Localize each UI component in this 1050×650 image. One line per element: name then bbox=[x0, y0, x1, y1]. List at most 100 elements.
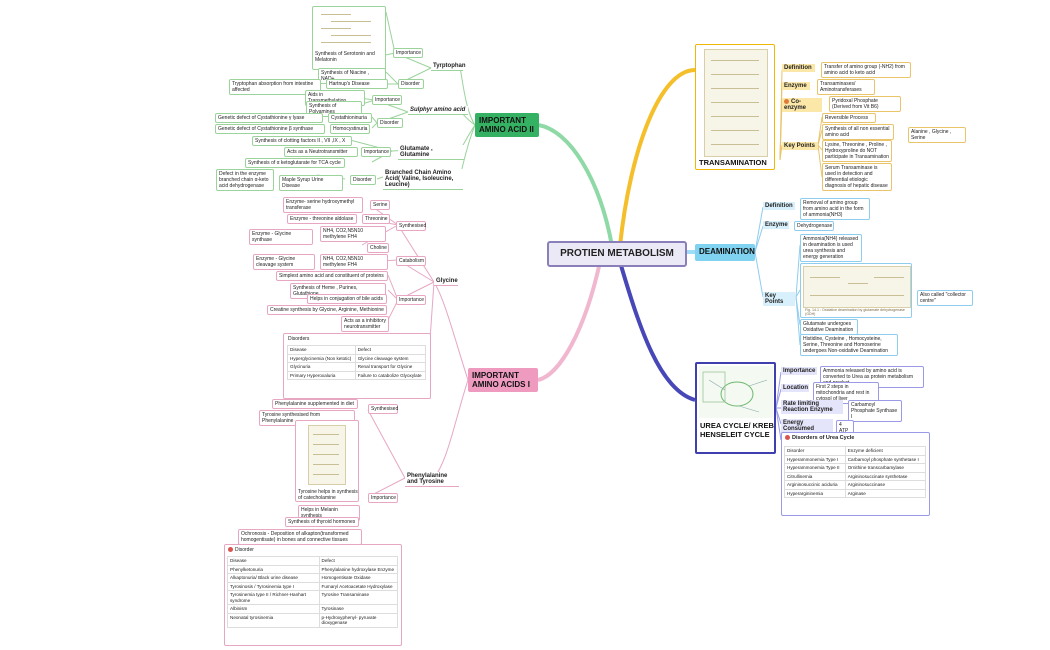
node-deamination-definition[interactable]: Definition bbox=[763, 202, 795, 210]
node-rate-limiting[interactable]: Rate limiting Reaction Enzyme bbox=[781, 400, 843, 414]
rate-limiting-text[interactable]: Carbamoyl Phosphate Synthase I bbox=[848, 400, 902, 422]
node-energy-consumed[interactable]: Energy Consumed bbox=[781, 419, 833, 433]
node-phenylalanine-tyrosine[interactable]: Phenylalanine and Tyrosine bbox=[405, 472, 459, 487]
node-phe-diet[interactable]: Phenylalanine supplemented in diet bbox=[272, 399, 358, 409]
node-cystathionine-synthase[interactable]: Genetic defect of Cystathionine β syntha… bbox=[215, 124, 325, 134]
node-msud[interactable]: Maple Syrup Urine Disease bbox=[279, 175, 343, 191]
table-cell: Defect bbox=[318, 556, 399, 566]
branch-amino-acids-1[interactable]: IMPORTANT AMINO ACIDS I bbox=[468, 368, 538, 392]
table-cell: Tyrosinemia type II / Richner-Hanhart sy… bbox=[227, 590, 320, 605]
gdh-figure[interactable]: Fig. 14.1 : Oxidative deamination by glu… bbox=[800, 263, 912, 318]
node-exceptions[interactable]: Alanine , Glycine , Serine bbox=[908, 127, 966, 143]
coenzyme-icon bbox=[784, 99, 789, 104]
urea-location-text[interactable]: First 2 steps in mitochondria and rest i… bbox=[813, 382, 879, 404]
node-cystathioninuria[interactable]: Cystathioninuria bbox=[328, 113, 372, 123]
node-ammonia-released[interactable]: Ammonia(NH4) released in deamination is … bbox=[800, 234, 862, 262]
table-cell: Argininosuccinate synthetase bbox=[844, 471, 927, 481]
node-collector-centre[interactable]: Also called "collector centre" bbox=[917, 290, 973, 306]
node-serine-enzyme[interactable]: Enzyme- serine hydroxymethyl transferase bbox=[283, 197, 363, 213]
node-phe-importance[interactable]: Importance bbox=[368, 493, 398, 503]
branch-urea-cycle[interactable]: UREA CYCLE/ KREB HENSELEIT CYCLE bbox=[695, 362, 776, 454]
node-hartnup[interactable]: Hartnup's Disease bbox=[326, 79, 388, 89]
node-oxidative[interactable]: Glutamate undergoes Oxidative Deaminatio… bbox=[800, 319, 858, 335]
node-sulphur-amino-acid[interactable]: Sulphyr amino acid bbox=[408, 106, 468, 115]
coenzyme-text[interactable]: Pyridoxal Phosphate (Derived from Vit B6… bbox=[829, 96, 901, 112]
table-cell: Fumaryl Acetoacetate Hydroxylase bbox=[318, 581, 399, 591]
transamination-enzyme-text[interactable]: Transaminases/ Aminotransferases bbox=[817, 79, 875, 95]
table-cell: Carbamoyl phosphate synthetase I bbox=[844, 454, 927, 464]
node-bcaa-defect[interactable]: Defect in the enzyme branched chain α-ke… bbox=[216, 169, 274, 191]
node-creatine[interactable]: Creatine synthesis by Glycine, Arginine,… bbox=[267, 305, 387, 315]
catecholamine-text: Tyrosine helps in synthesis of catechola… bbox=[298, 489, 358, 501]
node-reversible[interactable]: Reversible Process bbox=[822, 113, 876, 123]
node-nonoxidative[interactable]: Histidine, Cysteine , Homocysteine, Seri… bbox=[800, 334, 898, 356]
node-choline[interactable]: Choline bbox=[367, 243, 389, 253]
node-deamination-enzyme[interactable]: Enzyme bbox=[763, 221, 789, 229]
node-thyroid[interactable]: Synthesis of thyroid hormones bbox=[285, 517, 359, 527]
node-transamination-key-points[interactable]: Key Points bbox=[782, 142, 818, 150]
urea-cycle-thumbnail bbox=[699, 366, 773, 418]
node-bile-acids[interactable]: Helps in conjugation of bile acids bbox=[307, 294, 387, 304]
transamination-definition-text[interactable]: Transfer of amino group (-NH2) from amin… bbox=[821, 62, 911, 78]
node-glycine-synthesised[interactable]: Synthesised bbox=[396, 221, 426, 231]
node-deamination-key-points[interactable]: Key Points bbox=[763, 292, 795, 306]
node-transamination-definition[interactable]: Definition bbox=[782, 64, 815, 72]
node-glycine[interactable]: Glycine bbox=[434, 277, 458, 286]
node-glycine-catabolism[interactable]: Catabolism bbox=[396, 256, 426, 266]
branch-amino-acid-2[interactable]: IMPORTANT AMINO ACID II bbox=[475, 113, 539, 137]
node-simplest-amino-acid[interactable]: Simplest amino acid and constituent of p… bbox=[276, 271, 388, 281]
node-nh4-catabolism[interactable]: NH4, CO2,N5N10 methylene FH4 bbox=[320, 254, 388, 270]
node-sulphur-disorder[interactable]: Disorder bbox=[377, 118, 403, 128]
central-topic[interactable]: PROTIEN METABOLISM bbox=[547, 241, 687, 267]
node-glycine-cleavage[interactable]: Enzyme - Glycine cleavage system bbox=[253, 254, 315, 270]
table-cell: Homogentisate Oxidase bbox=[318, 573, 399, 583]
node-inhibitory[interactable]: Acts as a inhibitory neurotransmitter bbox=[341, 316, 389, 332]
node-glutamate-importance[interactable]: Importance bbox=[361, 147, 391, 157]
node-bcaa-disorder[interactable]: Disorder bbox=[350, 175, 376, 185]
node-glycine-importance[interactable]: Importance bbox=[396, 295, 426, 305]
node-tryptophan[interactable]: Tyrptophan bbox=[431, 62, 466, 71]
deamination-enzyme-text[interactable]: Dehydrogenase bbox=[794, 221, 834, 231]
node-bcaa[interactable]: Branched Chain Amino Acid( Valine, Isole… bbox=[383, 169, 463, 190]
node-coenzyme[interactable]: Co-enzyme bbox=[782, 98, 822, 113]
node-tryptophan-disorder[interactable]: Disorder bbox=[398, 79, 424, 89]
node-ochronosis[interactable]: Ochronosis - Deposition of alkapton(tran… bbox=[238, 529, 362, 545]
serotonin-text: Synthesis of Serotonin and Melatonin bbox=[315, 51, 375, 63]
branch-deamination[interactable]: DEAMINATION bbox=[695, 244, 755, 261]
branch-transamination[interactable]: TRANSAMINATION bbox=[695, 44, 775, 170]
node-sulphur-importance[interactable]: Importance bbox=[372, 95, 402, 105]
node-glutamate[interactable]: Glutamate , Glutamine bbox=[398, 145, 464, 160]
node-glycine-synthase[interactable]: Enzyme - Glycine synthase bbox=[249, 229, 313, 245]
node-tryptophan-importance[interactable]: Importance bbox=[393, 48, 423, 58]
node-phe-synthesised[interactable]: Synthesised bbox=[368, 404, 398, 414]
node-threonine[interactable]: Threonine bbox=[362, 214, 390, 224]
node-serum-transaminase[interactable]: Serum Transaminase is used in detection … bbox=[822, 163, 892, 191]
tryptophan-pathway-figure: Synthesis of Serotonin and Melatonin bbox=[312, 6, 386, 70]
node-serine[interactable]: Serine bbox=[370, 200, 390, 210]
node-nh4-synthesis[interactable]: NH4, CO2,N5N10 methylene FH4 bbox=[320, 226, 386, 242]
node-ketoglutarate[interactable]: Synthesis of α ketoglutarate for TCA cyc… bbox=[245, 158, 345, 168]
urea-disorders-title: Disorders of Urea Cycle bbox=[785, 435, 854, 441]
node-absorption[interactable]: Tryptophan absorption from intestine aff… bbox=[229, 79, 321, 95]
node-homocystinuria[interactable]: Homocystinuria bbox=[330, 124, 370, 134]
deamination-definition-text[interactable]: Removal of amino group from amino acid i… bbox=[800, 198, 870, 220]
node-cystathionine-lyase[interactable]: Genetic defect of Cystathionine γ lyase bbox=[215, 113, 323, 123]
node-neurotransmitter[interactable]: Acts as a Neutrotransmitter bbox=[284, 147, 358, 157]
table-cell: Disease bbox=[287, 345, 356, 355]
node-threonine-enzyme[interactable]: Enzyme - threonine aldolase bbox=[287, 214, 357, 224]
node-nonessential[interactable]: Synthesis of all non essential amino aci… bbox=[822, 124, 894, 140]
node-lysine[interactable]: Lysine, Threonine , Proline , Hydroxypro… bbox=[822, 140, 892, 162]
node-transamination-enzyme[interactable]: Enzyme bbox=[782, 82, 810, 90]
table-cell: Failure to catabolize Glyoxylate bbox=[354, 370, 427, 380]
node-urea-importance[interactable]: Importance bbox=[781, 367, 817, 375]
node-urea-location[interactable]: Location bbox=[781, 384, 809, 392]
node-clotting[interactable]: Synthesis of clotting factors II , VII ,… bbox=[252, 136, 352, 146]
